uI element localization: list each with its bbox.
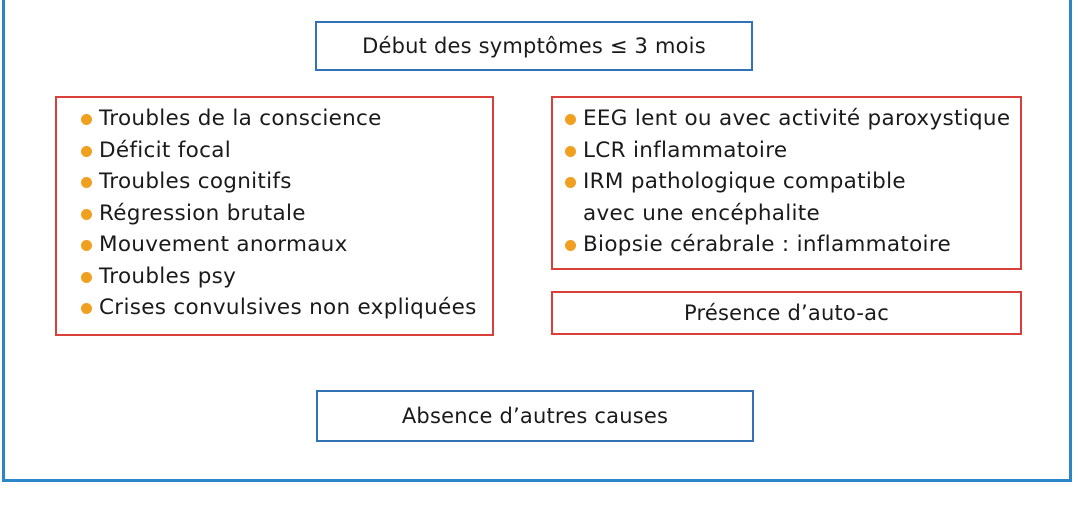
paraclinical-criteria-box: EEG lent ou avec activité paroxystique L…	[551, 96, 1022, 270]
list-item: LCR inflammatoire	[563, 135, 1020, 167]
list-item: EEG lent ou avec activité paroxystique	[563, 103, 1020, 135]
outer-frame	[2, 0, 1072, 482]
paraclinical-criteria-list: EEG lent ou avec activité paroxystique L…	[563, 103, 1020, 261]
list-item-continuation: avec une encéphalite	[583, 200, 821, 226]
list-item: Crises convulsives non expliquées	[79, 292, 492, 324]
clinical-criteria-box: Troubles de la conscience Déficit focal …	[55, 96, 494, 336]
list-item: Biopsie cérabrale : inflammatoire	[563, 229, 1020, 261]
exclusion-label: Absence d’autres causes	[401, 404, 669, 428]
clinical-criteria-list: Troubles de la conscience Déficit focal …	[79, 103, 492, 324]
exclusion-box: Absence d’autres causes	[316, 390, 754, 442]
list-item: Troubles cognitifs	[79, 166, 492, 198]
list-item: Déficit focal	[79, 135, 492, 167]
antibodies-label: Présence d’auto-ac	[684, 301, 889, 325]
list-item: Régression brutale	[79, 198, 492, 230]
onset-label: Début des symptômes ≤ 3 mois	[362, 34, 706, 58]
list-item: Troubles de la conscience	[79, 103, 492, 135]
antibodies-box: Présence d’auto-ac	[551, 291, 1022, 335]
onset-box: Début des symptômes ≤ 3 mois	[315, 21, 753, 71]
list-item: Troubles psy	[79, 261, 492, 293]
list-item: Mouvement anormaux	[79, 229, 492, 261]
list-item: IRM pathologique compatible	[563, 166, 1020, 198]
